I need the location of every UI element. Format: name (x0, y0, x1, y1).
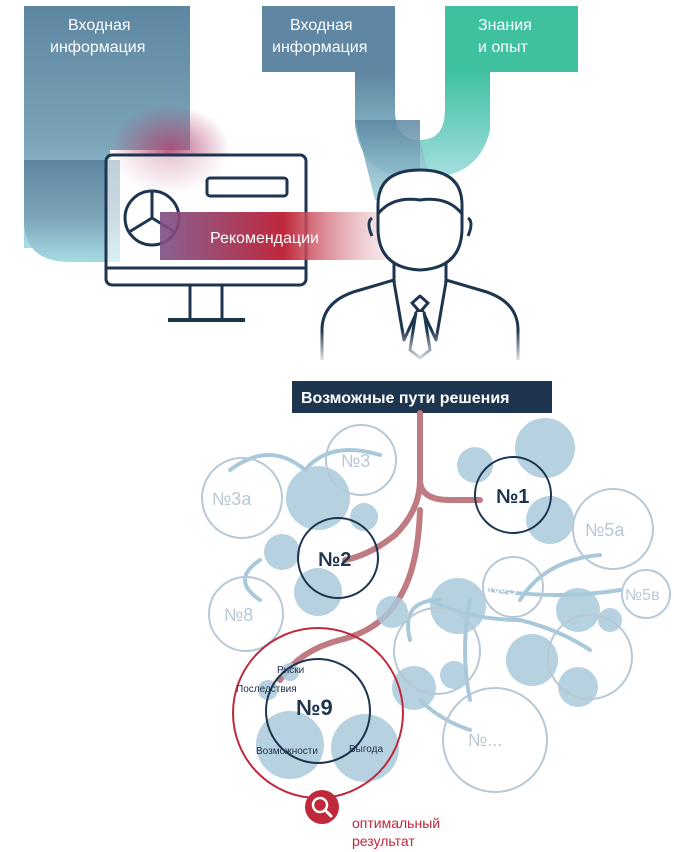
node-2: №2 (318, 549, 351, 571)
optimal-label-2: результат (352, 833, 415, 849)
middle-input-label-2: информация (272, 39, 367, 56)
consequences-label: Последствия (236, 684, 297, 695)
paths-title-banner: Возможные пути решения (292, 381, 552, 413)
knowledge-label-2: и опыт (478, 39, 528, 56)
node-1: №1 (496, 486, 529, 508)
node-4: №4 (416, 641, 445, 661)
knowledge-flow: Знания и опыт (420, 6, 578, 178)
optimal-label-1: оптимальный (352, 815, 440, 831)
node-5a: №5а (585, 520, 625, 540)
node-3: №3 (341, 451, 370, 471)
opportunities-label: Возможности (256, 746, 318, 757)
node-9-details: Риски Последствия Возможности Выгода (236, 665, 383, 757)
bubbles (256, 418, 622, 782)
optimal-result: оптимальный результат (305, 790, 440, 849)
recommendations-band: Рекомендации (160, 212, 385, 260)
node-3a: №3а (212, 489, 252, 509)
node-6: №6 (570, 648, 599, 668)
left-input-label-2: информация (50, 39, 145, 56)
paths-title: Возможные пути решения (301, 390, 510, 407)
node-labels: №3 №3а №1 №5а №2 №5 №5в №8 №4 №6 №... №9 (212, 451, 660, 750)
person-fade (300, 330, 540, 365)
knowledge-label-1: Знания (478, 17, 532, 34)
node-9: №9 (296, 695, 333, 720)
magnifier-icon (305, 790, 339, 824)
middle-input-label-1: Входная (290, 17, 353, 34)
middle-input-flow: Входная информация (262, 6, 468, 200)
node-5v: №5в (625, 587, 660, 604)
recommendations-label: Рекомендации (210, 230, 319, 247)
node-more: №... (468, 730, 502, 750)
node-8: №8 (224, 605, 253, 625)
risks-label: Риски (277, 665, 304, 676)
left-input-label-1: Входная (68, 17, 131, 34)
benefit-label: Выгода (349, 744, 383, 755)
node-5: №5 (488, 579, 517, 599)
